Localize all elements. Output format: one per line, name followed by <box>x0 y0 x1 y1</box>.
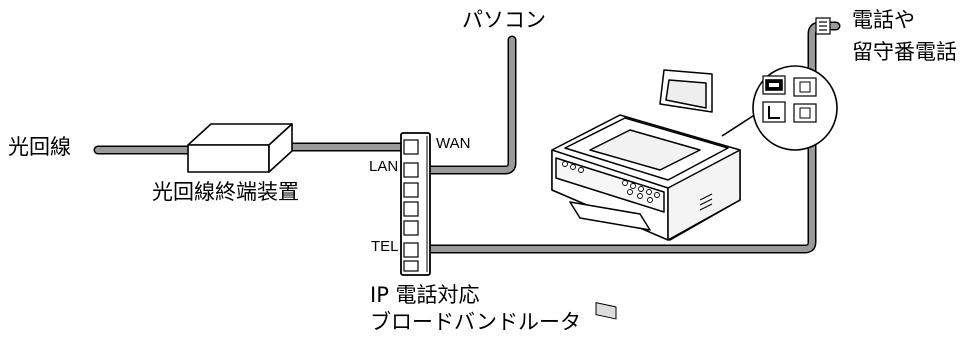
router-label-line1: IP 電話対応 <box>370 283 480 307</box>
router-label-line2: ブロードバンドルータ <box>370 310 582 334</box>
phone-label-line1: 電話や <box>852 8 915 32</box>
phone-label-line2: 留守番電話 <box>852 40 957 64</box>
onu-label: 光回線終端装置 <box>152 180 299 204</box>
line-L-icon <box>762 101 786 123</box>
wall-phone-jack <box>815 17 831 35</box>
port-wan-label: WAN <box>436 135 471 152</box>
router-ports <box>403 139 419 272</box>
port-lan-label: LAN <box>369 158 399 175</box>
router <box>400 132 431 276</box>
lan-to-pc-cable <box>408 35 517 175</box>
telephone-icon <box>762 75 786 95</box>
pc-label: パソコン <box>462 8 546 32</box>
onu-box <box>187 123 293 173</box>
printer-buttons <box>562 161 660 203</box>
jack-callout <box>721 65 838 151</box>
printer <box>551 69 741 320</box>
fiber-line-label: 光回線 <box>8 135 71 159</box>
port-tel-label: TEL <box>371 238 399 255</box>
